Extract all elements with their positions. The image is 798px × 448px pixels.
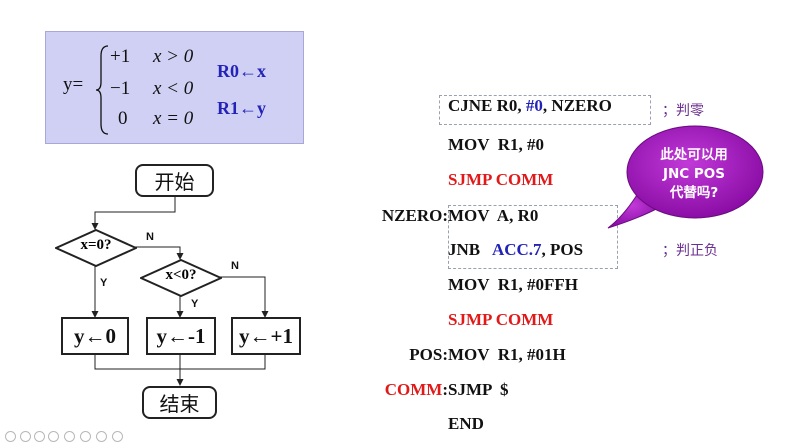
- formula-case-3-value: 0: [118, 108, 128, 129]
- formula-brace: [96, 45, 109, 135]
- code-line: MOV A, R0: [448, 206, 538, 226]
- start-terminal: 开始: [135, 164, 214, 197]
- decision-2-label: x<0?: [165, 267, 197, 283]
- play-icon[interactable]: [34, 431, 45, 442]
- code-line: MOV R1, #01H: [448, 345, 566, 365]
- callout-line-3: 代替吗?: [669, 185, 719, 201]
- formula-box: [45, 31, 304, 144]
- code-token: CJNE R0,: [448, 96, 526, 115]
- code-label: COMM:: [384, 380, 448, 399]
- code-token: , NZERO: [542, 96, 612, 115]
- callout-bubble: [607, 125, 764, 229]
- register-x-note: R0←x: [217, 61, 266, 81]
- code-token: MOV R1, #01H: [448, 345, 566, 364]
- prev-icon[interactable]: [20, 431, 31, 442]
- code-token: END: [448, 414, 484, 433]
- process-y-pos: y←+1: [231, 317, 301, 355]
- formula-lhs: y=: [63, 74, 84, 95]
- code-line: CJNE R0, #0, NZERO: [448, 96, 612, 116]
- formula-case-2-value: −1: [110, 78, 131, 99]
- next-icon[interactable]: [48, 431, 59, 442]
- code-line: END: [448, 414, 484, 434]
- code-token: #0: [525, 96, 543, 115]
- end-terminal: 结束: [142, 386, 217, 419]
- code-label: NZERO:: [381, 206, 448, 225]
- process-y-neg: y←-1: [146, 317, 216, 355]
- decision-x-eq-0: [55, 229, 137, 267]
- process-y-zero: y←0: [61, 317, 129, 355]
- callout-line-1: 此处可以用: [660, 147, 728, 163]
- formula-case-1-condition: x > 0: [153, 46, 194, 67]
- register-y-note: R1←y: [217, 98, 266, 118]
- formula-case-2-condition: x < 0: [153, 78, 194, 99]
- decision-2-no: N: [231, 260, 239, 272]
- code-token: , POS: [541, 240, 584, 259]
- highlight-cjne: [439, 95, 651, 125]
- code-line: JNB ACC.7, POS: [448, 240, 583, 260]
- code-token: MOV A, R0: [448, 206, 539, 225]
- decision-1-yes: Y: [100, 277, 108, 289]
- code-token: ACC.7: [491, 240, 542, 259]
- code-token: JNB: [448, 240, 492, 259]
- code-token: SJMP $: [448, 380, 509, 399]
- code-token: MOV R1, #0FFH: [448, 275, 579, 294]
- pen-icon[interactable]: [64, 431, 75, 442]
- formula-case-1-value: +1: [110, 46, 131, 67]
- decision-1-no: N: [146, 231, 154, 243]
- formula-case-3-condition: x = 0: [153, 108, 194, 129]
- copy-icon[interactable]: [80, 431, 91, 442]
- code-line: MOV R1, #0: [448, 135, 544, 155]
- code-token: SJMP COMM: [448, 170, 554, 189]
- code-line: SJMP $: [448, 380, 508, 400]
- code-line: SJMP COMM: [448, 170, 553, 190]
- callout-line-2: JNC POS: [662, 166, 726, 182]
- code-token: MOV R1, #0: [448, 135, 545, 154]
- code-line: MOV R1, #0FFH: [448, 275, 578, 295]
- zoom-icon[interactable]: [96, 431, 107, 442]
- nav-start-icon[interactable]: [5, 431, 16, 442]
- callout-text: 此处可以用 JNC POS 代替吗?: [630, 146, 758, 203]
- decision-2-yes: Y: [191, 298, 199, 310]
- code-comment: ；判正负: [662, 243, 718, 259]
- highlight-jnb: [448, 205, 618, 269]
- code-label: POS:: [409, 345, 448, 364]
- code-line: SJMP COMM: [448, 310, 553, 330]
- code-token: SJMP COMM: [448, 310, 554, 329]
- code-comment: ；判零: [662, 103, 704, 119]
- decision-1-label: x=0?: [80, 237, 112, 253]
- decision-x-lt-0: [140, 259, 222, 297]
- more-icon[interactable]: [112, 431, 123, 442]
